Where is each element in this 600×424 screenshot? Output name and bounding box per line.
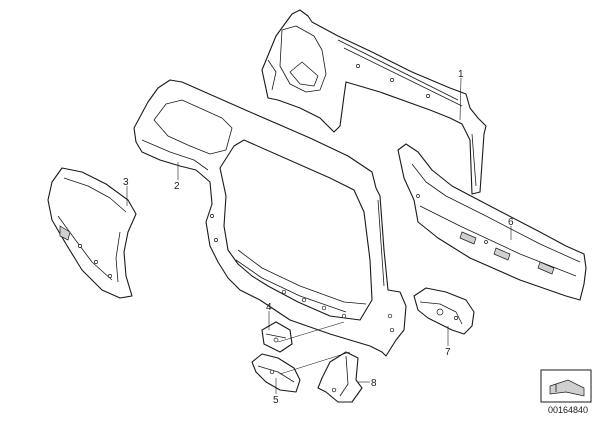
part-7-gusset [413, 287, 475, 335]
part-2-side-frame [133, 79, 407, 357]
callout-8: 8 [371, 378, 377, 389]
callout-4: 4 [266, 302, 272, 313]
part-5-lower-bracket [251, 353, 301, 393]
callout-7: 7 [445, 347, 451, 358]
callout-3: 3 [123, 177, 129, 188]
part-3-wheel-arch [47, 167, 137, 299]
part-8-support-bracket [317, 351, 363, 403]
callout-6: 6 [508, 217, 514, 228]
leader-lines [126, 77, 512, 394]
catalog-thumbnail-icon [540, 369, 592, 403]
part-1-upper-rear-rail [261, 9, 487, 195]
callout-5: 5 [273, 395, 279, 406]
catalog-number: 00164840 [547, 405, 589, 415]
part-6-side-member [397, 143, 587, 301]
part-4-bracket [261, 321, 293, 353]
callout-2: 2 [174, 181, 180, 192]
callout-1: 1 [458, 69, 464, 80]
